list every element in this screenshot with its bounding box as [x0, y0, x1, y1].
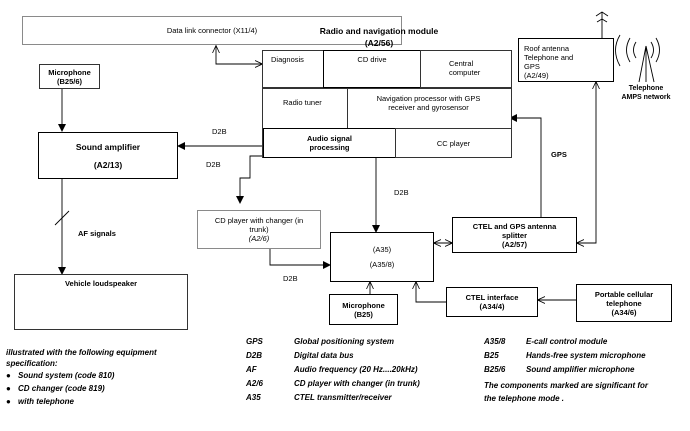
abbreviation-legend: GPS Global positioning system D2B Digital …: [246, 337, 476, 417]
antenna-splitter-label: CTEL and GPS antenna splitter: [472, 221, 557, 240]
legend-abbr: AF: [246, 365, 257, 374]
legend-abbr: B25: [484, 351, 499, 360]
data-link-connector-label: Data link connector (X11/4): [166, 26, 258, 35]
portable-telephone-label: Portable cellular telephone: [594, 289, 654, 308]
abbreviation-legend-right: A35/8 E-call control module B25 Hands-free…: [484, 337, 684, 417]
cc-player-cell: CC player: [395, 128, 512, 158]
cd-drive-label: CD drive: [357, 55, 387, 64]
signal-d2b-cd-a35: D2B: [283, 274, 298, 283]
microphone-handsfree-code: (B25): [354, 309, 373, 319]
equipment-item-label: with telephone: [18, 397, 74, 406]
bullet-icon: ●: [6, 371, 11, 380]
antenna-splitter-box: CTEL and GPS antenna splitter (A2/57): [452, 217, 577, 253]
sound-amplifier-box: Sound amplifier (A2/13): [38, 132, 178, 179]
cc-player-label: CC player: [436, 138, 471, 148]
tower-icon: [615, 34, 660, 83]
legend-abbr: GPS: [246, 337, 263, 346]
ctel-interface-code: (A34/4): [479, 302, 505, 311]
radio-tuner-cell: Radio tuner: [262, 88, 348, 129]
audio-signal-processing-label: Audio signal processing: [307, 134, 352, 152]
legend-desc: Hands-free system microphone: [526, 351, 646, 360]
microphone-amp-label: Microphone: [48, 67, 91, 77]
signal-d2b-amp: D2B: [212, 127, 227, 136]
cd-changer-box: CD player with changer (in trunk) (A2/6): [197, 210, 321, 249]
radio-module-code: (A2/56): [364, 38, 394, 48]
signal-af: AF signals: [78, 229, 116, 238]
legend-desc: Global positioning system: [294, 337, 395, 346]
legend-abbr: A35/8: [484, 337, 506, 346]
equipment-item: ● with telephone: [6, 395, 236, 408]
vehicle-loudspeaker-label: Vehicle loudspeaker: [64, 279, 138, 288]
ctel-transceiver-box: (A35) (A35/8): [330, 232, 434, 282]
a35-label: (A35): [372, 245, 392, 254]
signal-gps: GPS: [551, 150, 567, 159]
cd-drive-cell: CD drive: [323, 50, 421, 88]
cd-changer-label: CD player with changer (in trunk): [214, 216, 304, 234]
bullet-icon: ●: [6, 397, 11, 406]
central-computer-cell: Central computer: [420, 50, 512, 88]
microphone-amp-code: (B25/6): [56, 76, 82, 86]
audio-signal-processing-cell: Audio signal processing: [263, 128, 396, 158]
legend-desc: Sound amplifier microphone: [526, 365, 635, 374]
equipment-intro-2: specification:: [6, 359, 58, 368]
equipment-item-label: Sound system (code 810): [18, 371, 115, 380]
equipment-item: ● Sound system (code 810): [6, 369, 236, 382]
telephone-network-label: Telephone AMPS network: [621, 85, 671, 101]
antenna-splitter-code: (A2/57): [501, 239, 527, 249]
a35-8-label: (A35/8): [369, 260, 395, 269]
legend-abbr: D2B: [246, 351, 263, 360]
equipment-notes: illustrated with the following equipment…: [6, 347, 236, 408]
ctel-interface-label: CTEL interface: [465, 293, 519, 302]
vehicle-loudspeaker-box: Vehicle loudspeaker: [14, 274, 188, 330]
radio-module-title: Radio and navigation module: [319, 26, 439, 36]
legend-abbr: A2/6: [246, 379, 263, 388]
equipment-intro-1: illustrated with the following equipment: [6, 348, 157, 357]
roof-antenna-label: Roof antenna Telephone and GPS: [524, 44, 574, 71]
navigation-processor-cell: Navigation processor with GPS receiver a…: [347, 88, 512, 129]
data-link-connector-box: Data link connector (X11/4): [22, 16, 402, 45]
roof-antenna-box: Roof antenna Telephone and GPS (A2/49): [518, 38, 614, 82]
microphone-handsfree-box: Microphone (B25): [329, 294, 398, 325]
sound-amplifier-code: (A2/13): [93, 159, 123, 170]
legend-desc: CD player with changer (in trunk): [294, 379, 420, 388]
portable-telephone-code: (A34/6): [611, 307, 637, 317]
signal-d2b-a35: D2B: [394, 188, 409, 197]
sound-amplifier-label: Sound amplifier: [75, 141, 141, 152]
legend-desc: CTEL transmitter/receiver: [294, 393, 392, 402]
central-computer-label: Central computer: [449, 59, 481, 77]
roof-antenna-code: (A2/49): [524, 71, 549, 80]
legend-desc: E-call control module: [526, 337, 608, 346]
legend-note-1: The components marked are significant fo…: [484, 381, 649, 390]
diagnosis-label: Diagnosis: [271, 55, 304, 64]
radio-tuner-label: Radio tuner: [283, 98, 322, 107]
legend-desc: Digital data bus: [294, 351, 354, 360]
legend-desc: Audio frequency (20 Hz....20kHz): [294, 365, 418, 374]
legend-abbr: B25/6: [484, 365, 506, 374]
legend-note-2: the telephone mode .: [484, 394, 565, 403]
cd-changer-code: (A2/6): [248, 234, 270, 243]
ctel-interface-box: CTEL interface (A34/4): [446, 287, 538, 317]
diagnosis-cell: Diagnosis: [262, 50, 324, 88]
microphone-handsfree-label: Microphone: [342, 300, 385, 310]
equipment-item-label: CD changer (code 819): [18, 384, 105, 393]
portable-telephone-box: Portable cellular telephone (A34/6): [576, 284, 672, 322]
signal-d2b-cd: D2B: [206, 160, 221, 169]
microphone-amp-box: Microphone (B25/6): [39, 64, 100, 89]
equipment-item: ● CD changer (code 819): [6, 382, 236, 395]
bullet-icon: ●: [6, 384, 11, 393]
navigation-processor-label: Navigation processor with GPS receiver a…: [376, 94, 481, 112]
legend-abbr: A35: [246, 393, 261, 402]
